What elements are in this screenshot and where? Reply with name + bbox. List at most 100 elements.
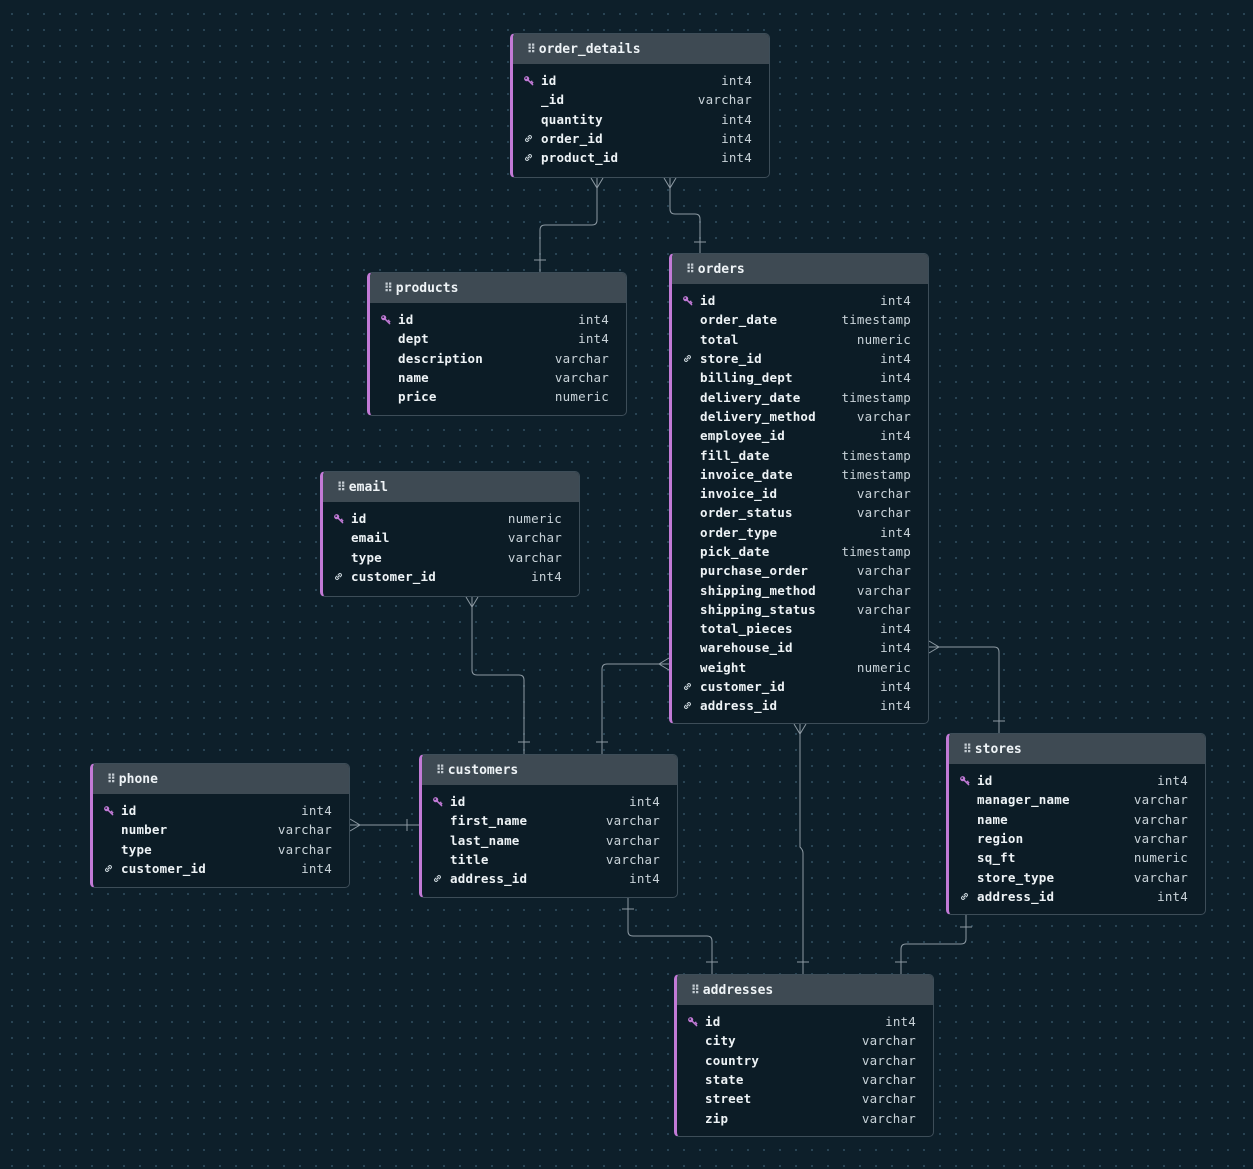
field-type: varchar <box>554 370 609 386</box>
field-name: fill_date <box>700 447 770 463</box>
field-name: id <box>700 293 716 309</box>
table-header[interactable]: ⠿order_details <box>513 34 769 64</box>
table-header[interactable]: ⠿addresses <box>677 975 933 1005</box>
table-header[interactable]: ⠿orders <box>672 254 928 284</box>
field-name: type <box>121 841 152 857</box>
key-icon <box>422 796 450 807</box>
drag-handle-icon[interactable]: ⠿ <box>686 262 695 276</box>
field-type: varchar <box>507 530 562 546</box>
field-row[interactable]: description varchar <box>370 349 626 368</box>
field-type: timestamp <box>841 312 911 328</box>
field-name: address_id <box>700 698 778 714</box>
field-type: int4 <box>721 73 752 89</box>
table-header[interactable]: ⠿phone <box>93 764 349 794</box>
drag-handle-icon[interactable]: ⠿ <box>691 983 700 997</box>
table-header[interactable]: ⠿products <box>370 273 626 303</box>
table-header[interactable]: ⠿email <box>323 472 579 502</box>
drag-handle-icon[interactable]: ⠿ <box>963 742 972 756</box>
field-type: int4 <box>531 569 562 585</box>
field-type: varchar <box>554 350 609 366</box>
field-row[interactable]: email varchar <box>323 528 579 547</box>
table-header[interactable]: ⠿customers <box>422 755 677 785</box>
table-header[interactable]: ⠿stores <box>949 734 1205 764</box>
table-title: orders <box>697 261 745 277</box>
field-type: int4 <box>629 871 660 887</box>
field-name: email <box>351 530 390 546</box>
field-name: zip <box>705 1110 729 1126</box>
drag-handle-icon[interactable]: ⠿ <box>384 281 393 295</box>
drag-handle-icon[interactable]: ⠿ <box>527 42 536 56</box>
field-name: description <box>398 350 483 366</box>
drag-handle-icon[interactable]: ⠿ <box>337 480 346 494</box>
field-name: order_status <box>700 505 793 521</box>
drag-handle-icon[interactable]: ⠿ <box>436 763 445 777</box>
field-type: int4 <box>880 621 911 637</box>
drag-handle-icon[interactable]: ⠿ <box>107 772 116 786</box>
